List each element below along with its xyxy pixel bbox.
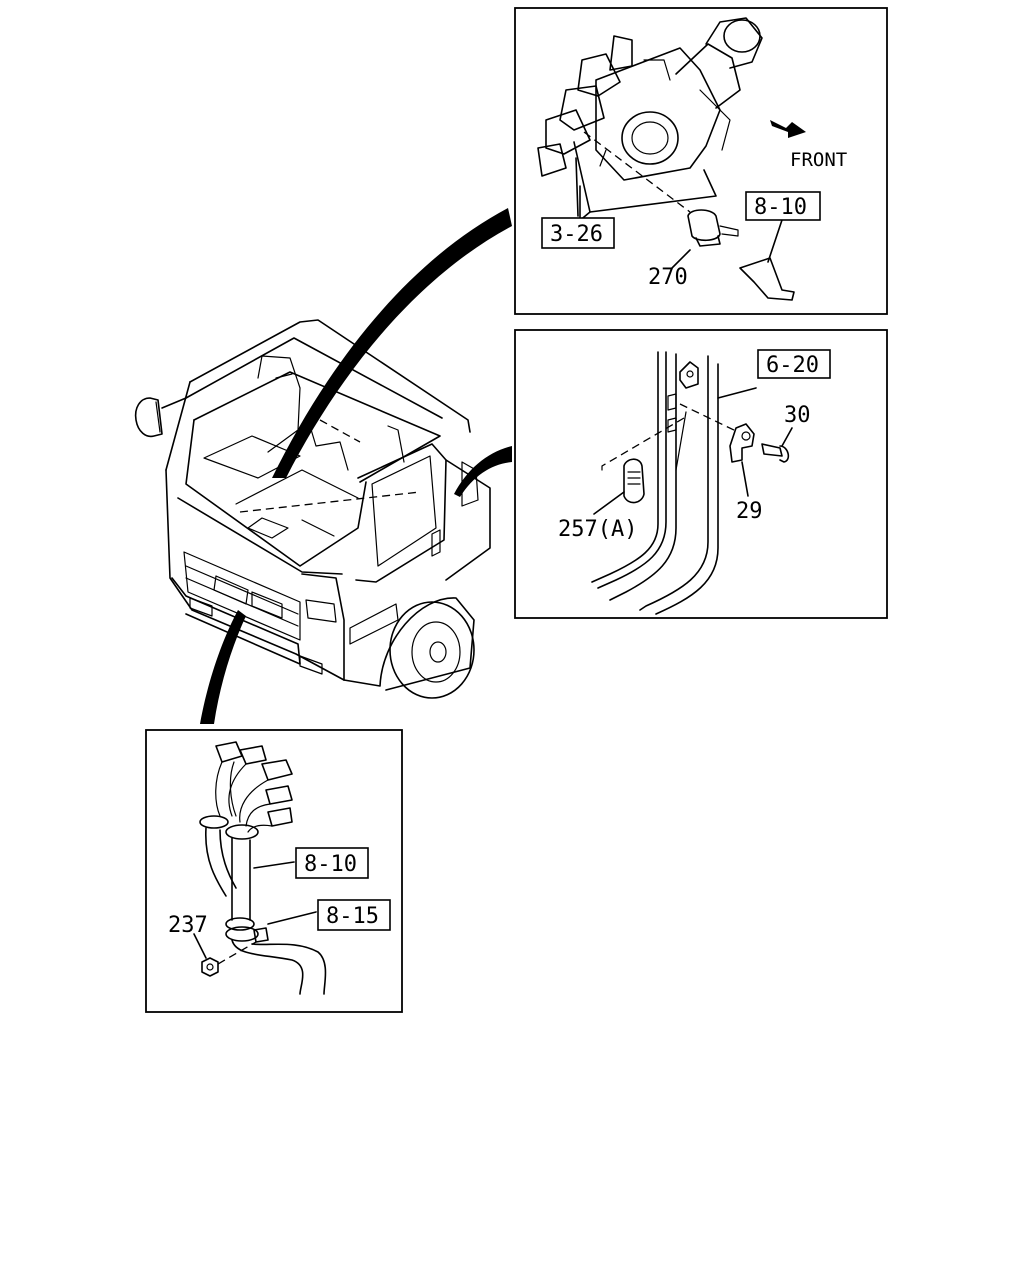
ref-box-8-10-bottom (295, 847, 369, 879)
leader-237 (193, 933, 207, 959)
leader-8-10-top (767, 219, 783, 263)
harness-assembly (199, 741, 327, 995)
leader-curve-top (272, 208, 512, 478)
leader-257a (593, 491, 625, 515)
leader-8-10-bottom (253, 861, 295, 869)
leader-curve-middle (454, 446, 512, 497)
ref-box-8-15 (317, 899, 391, 931)
leader-270 (671, 249, 691, 269)
detail-panel-door-frame (514, 329, 888, 619)
truck-cab-illustration (134, 319, 491, 699)
part-30: 30 (784, 403, 811, 428)
part-257a: 257(A) (558, 517, 637, 542)
part-237: 237 (168, 913, 208, 938)
ref-box-8-10-top (745, 191, 821, 221)
leader-29 (741, 461, 749, 497)
front-direction-label: FRONT (790, 149, 847, 171)
detail-panel-valve (514, 7, 888, 315)
door-frame-assembly (591, 351, 790, 615)
ref-box-6-20 (757, 349, 831, 379)
ref-6-20: 6-20 (766, 353, 819, 378)
ref-8-10-top: 8-10 (754, 195, 807, 220)
leader-curve-bottom (200, 610, 246, 724)
ref-8-15: 8-15 (326, 904, 379, 929)
leader-6-20 (717, 387, 757, 399)
ref-3-26: 3-26 (550, 222, 603, 247)
ref-8-10-bottom: 8-10 (304, 852, 357, 877)
part-270: 270 (648, 265, 688, 290)
part-29: 29 (736, 499, 763, 524)
ref-box-3-26 (541, 217, 615, 249)
leader-8-15 (267, 911, 317, 925)
leader-30 (781, 427, 793, 447)
brake-valve-assembly (537, 17, 806, 301)
